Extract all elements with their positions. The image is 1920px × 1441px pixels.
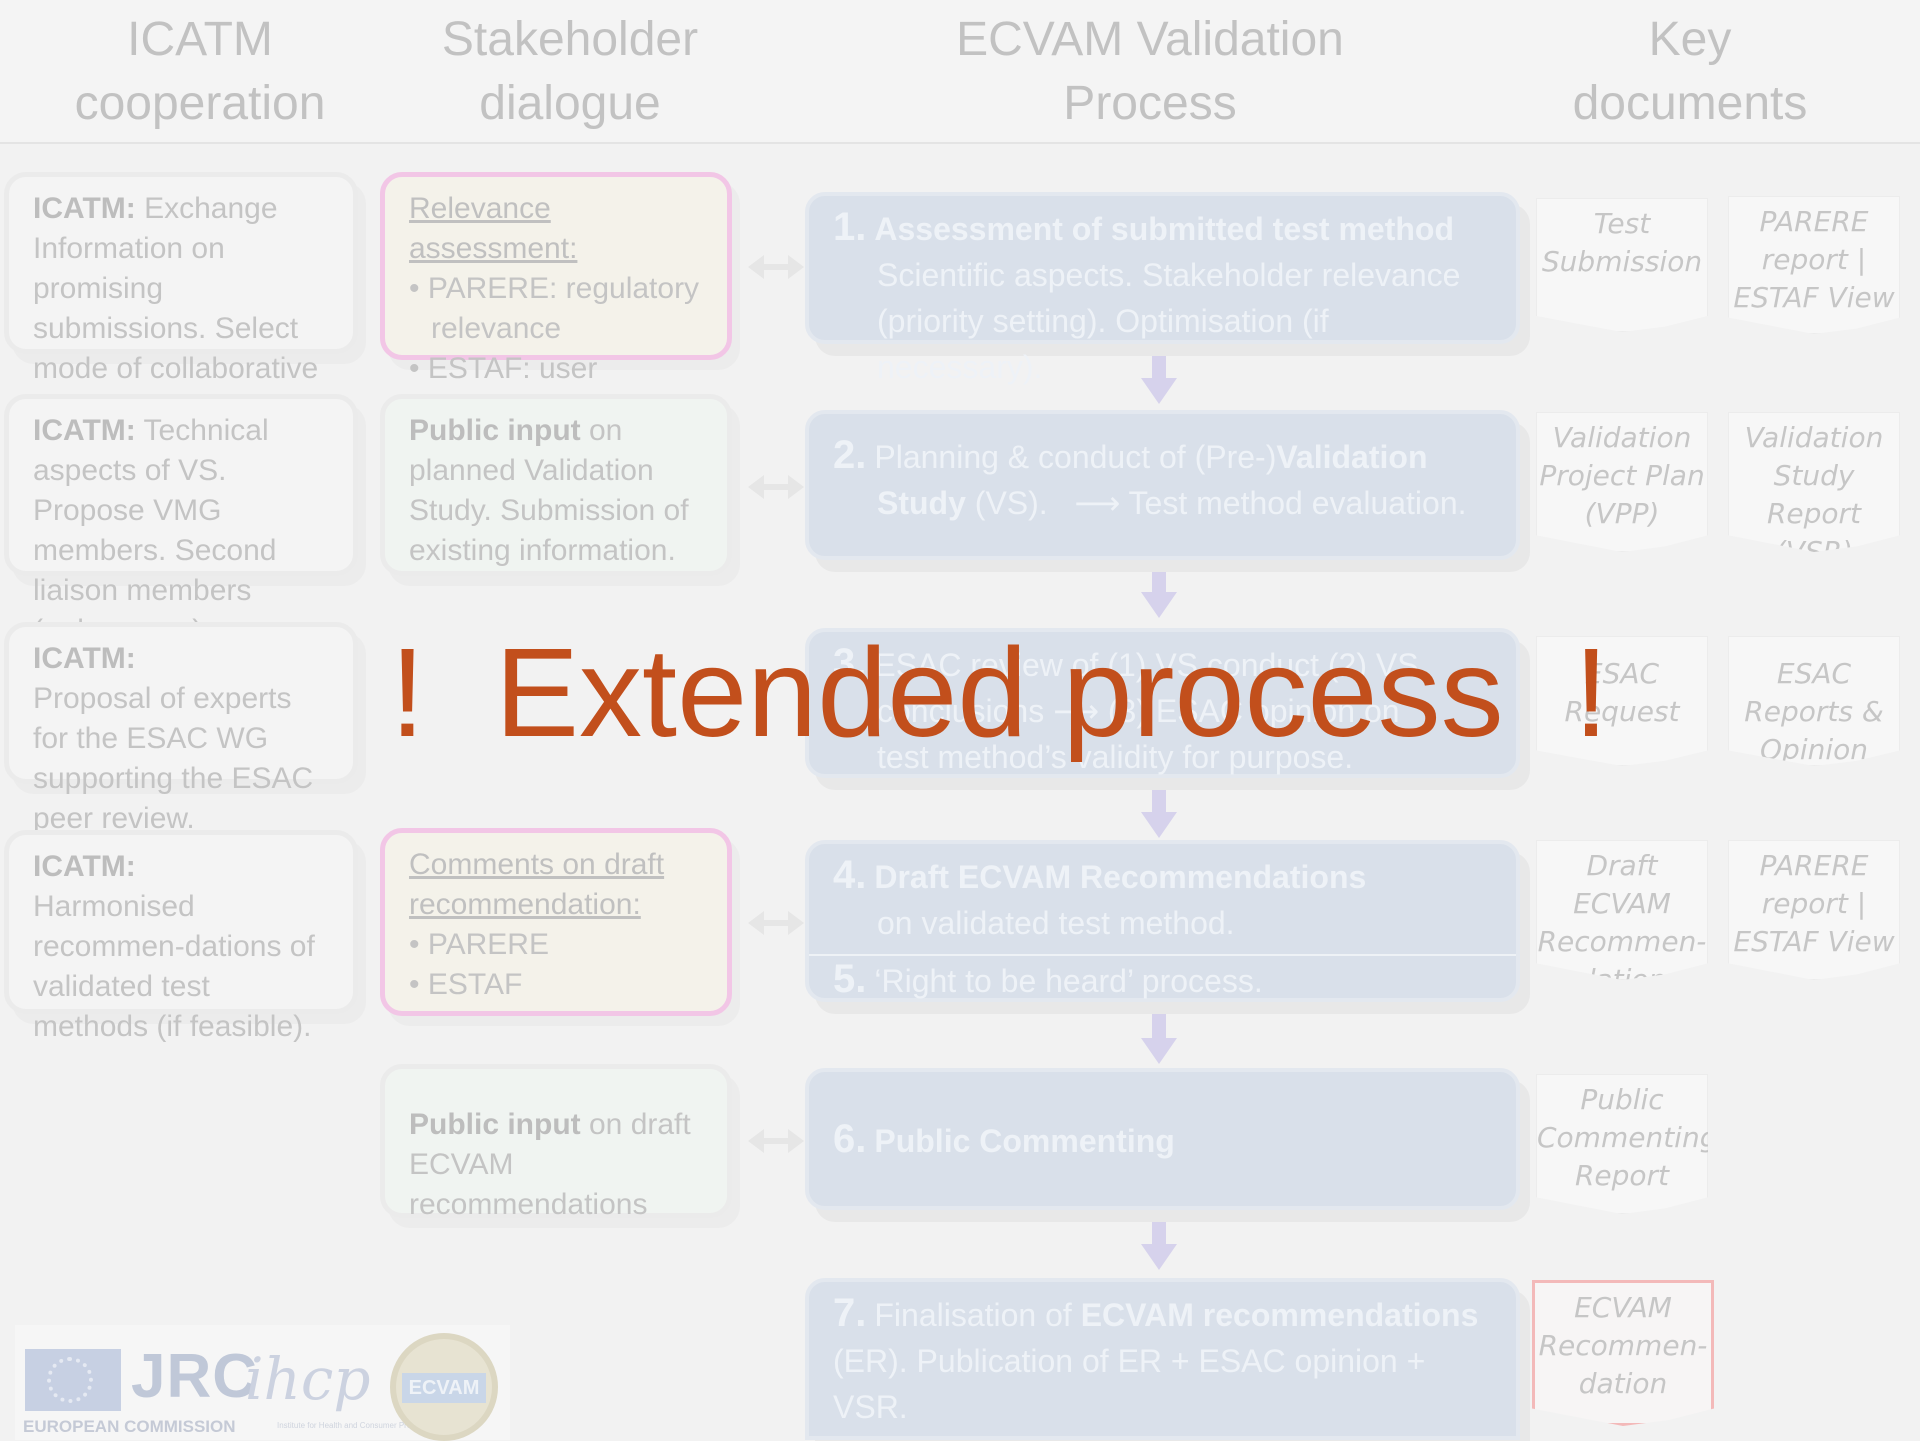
doc-draft-recommendation: Draft ECVAM Recommen-dation: [1536, 840, 1708, 980]
doc-parere-report-1: PARERE report | ESTAF View: [1728, 196, 1900, 334]
header-icatm: ICATM cooperation: [74, 13, 326, 130]
step-7: 7.Finalisation of ECVAM recommendations …: [805, 1278, 1520, 1440]
icatm-label: ICATM:: [33, 192, 136, 225]
relevance-item: PARERE: regulatory relevance: [428, 269, 703, 349]
header-documents: Key documents: [1572, 13, 1808, 130]
eu-flag-logo: [25, 1349, 121, 1411]
ecvam-logo-text: ECVAM: [402, 1373, 486, 1403]
double-arrow-icon: [748, 1129, 804, 1153]
double-arrow-icon: [748, 911, 804, 935]
step-4-5: 4.Draft ECVAM Recommendations on validat…: [805, 840, 1520, 1002]
step-bold: ECVAM recommendations: [1080, 1297, 1479, 1333]
arrowhead-icon: [1141, 592, 1177, 618]
doc-esac-reports: ESAC Reports & Opinion: [1728, 636, 1900, 766]
step-text: ESAC review of (1) VS conduct (2) VS: [874, 647, 1419, 683]
icatm-label: ICATM:: [33, 642, 136, 675]
doc-vpp: Validation Project Plan (VPP): [1536, 412, 1708, 552]
column-header-bar: ICATM cooperation Stakeholder dialogue E…: [0, 0, 1920, 144]
icatm-label: ICATM:: [33, 850, 136, 883]
european-commission-label: EUROPEAN COMMISSION: [23, 1417, 236, 1436]
step-bold: Validation: [1276, 439, 1428, 475]
doc-ecvam-recommendation: ECVAM Recommen-dation: [1532, 1280, 1714, 1426]
doc-esac-request: ESAC Request: [1536, 636, 1708, 766]
relevance-title: Relevance assessment:: [409, 192, 578, 265]
stakeholder-public-draft-box: Public input on draft ECVAM recommendati…: [380, 1064, 732, 1221]
step-title: Assessment of submitted test method: [874, 211, 1455, 247]
step-text: Planning & conduct of (Pre-): [874, 439, 1277, 475]
right-arrow-icon: ⟶: [1074, 485, 1121, 521]
arrowhead-icon: [1141, 1038, 1177, 1064]
icatm-box-1: ICATM: Exchange Information on promising…: [4, 172, 358, 425]
logo-strip: JRC EUROPEAN COMMISSION ihcp Institute f…: [15, 1325, 510, 1441]
stakeholder-public-vs-box: Public input on planned Validation Study…: [380, 394, 732, 576]
double-arrow-icon: [748, 255, 804, 279]
step-text: Test method evaluation.: [1128, 485, 1467, 521]
icatm-box-2: ICATM: Technical aspects of VS. Propose …: [4, 394, 358, 647]
doc-parere-report-2: PARERE report | ESTAF View: [1728, 840, 1900, 980]
step-number: 4.: [833, 853, 867, 897]
double-arrow-icon: [748, 475, 804, 499]
public-input-label: Public input: [409, 414, 581, 447]
header-stakeholder: Stakeholder dialogue: [441, 13, 699, 130]
arrowhead-icon: [1141, 812, 1177, 838]
ecvam-seal-logo: ECVAM: [390, 1333, 498, 1441]
icatm-label: ICATM:: [33, 414, 136, 447]
step-bold: Study: [877, 485, 966, 521]
step-title: Draft ECVAM Recommendations: [874, 859, 1367, 895]
icatm-text: Technical aspects of VS. Propose VMG mem…: [33, 414, 277, 647]
arrowhead-icon: [1141, 378, 1177, 404]
step-number: 6.: [833, 1117, 867, 1161]
step-number: 7.: [833, 1291, 867, 1335]
step-1: 1.Assessment of submitted test method Sc…: [805, 192, 1520, 385]
step-text: (VS).: [965, 485, 1048, 521]
step-text: conclusions ⟶ (3) ESAC opinion on: [877, 693, 1400, 729]
icatm-box-4: ICATM: Harmonised recommen-dations of val…: [4, 830, 358, 1043]
icatm-box-3: ICATM: Proposal of experts for the ESAC W…: [4, 622, 358, 835]
public-input-text: on draft ECVAM recommendations: [409, 1108, 691, 1221]
step-text: Scientific aspects. Stakeholder relevanc…: [877, 257, 1461, 385]
doc-vsr: Validation Study Report (VSR): [1728, 412, 1900, 552]
header-process: ECVAM Validation Process: [956, 13, 1344, 130]
public-input-text: on planned Validation Study. Submission …: [409, 414, 689, 567]
comments-title: Comments on draft recommendation:: [409, 848, 665, 921]
step-divider: [809, 954, 1516, 956]
step-text: (ER). Publication of ER + ESAC opinion +…: [833, 1343, 1426, 1425]
ihcp-logo: ihcp: [245, 1345, 371, 1413]
process-arrow-icon: [1152, 1002, 1166, 1040]
process-arrow-icon: [1152, 344, 1166, 380]
extended-process-overlay: ! Extended process !: [390, 622, 1609, 763]
step-number: 3.: [833, 641, 867, 685]
step-text: on validated test method.: [877, 905, 1235, 941]
process-arrow-icon: [1152, 1210, 1166, 1246]
jrc-logo: JRC: [131, 1342, 259, 1411]
step-title: Public Commenting: [874, 1123, 1175, 1159]
comments-item: PARERE: [428, 925, 703, 965]
process-arrow-icon: [1152, 778, 1166, 814]
arrowhead-icon: [1141, 1244, 1177, 1270]
icatm-text: Exchange Information on promising submis…: [33, 192, 319, 425]
step-2: 2.Planning & conduct of (Pre-)Validation…: [805, 410, 1520, 560]
ihcp-subtitle: Institute for Health and Consumer Protec…: [277, 1421, 435, 1430]
step-6: 6.Public Commenting: [805, 1068, 1520, 1210]
comments-item: ESTAF: [428, 965, 703, 1005]
step-text: test method’s validity for purpose.: [877, 739, 1354, 775]
icatm-text: Proposal of experts for the ESAC WG supp…: [33, 682, 314, 835]
icatm-text: Harmonised recommen-dations of validated…: [33, 890, 315, 1043]
step-3: 3.ESAC review of (1) VS conduct (2) VS c…: [805, 628, 1520, 778]
doc-test-submission: Test Submission: [1536, 198, 1708, 332]
process-arrow-icon: [1152, 560, 1166, 594]
doc-public-commenting-report: Public Commenting Report: [1536, 1074, 1708, 1214]
step-text: Finalisation of: [874, 1297, 1081, 1333]
step-text: ‘Right to be heard’ process.: [874, 963, 1263, 999]
step-number: 5.: [833, 957, 867, 1001]
step-number: 1.: [833, 205, 867, 249]
step-number: 2.: [833, 433, 867, 477]
stakeholder-relevance-box: Relevance assessment: PARERE: regulatory…: [380, 172, 732, 425]
public-input-label: Public input: [409, 1108, 581, 1141]
stakeholder-comments-box: Comments on draft recommendation: PARERE…: [380, 828, 732, 1016]
